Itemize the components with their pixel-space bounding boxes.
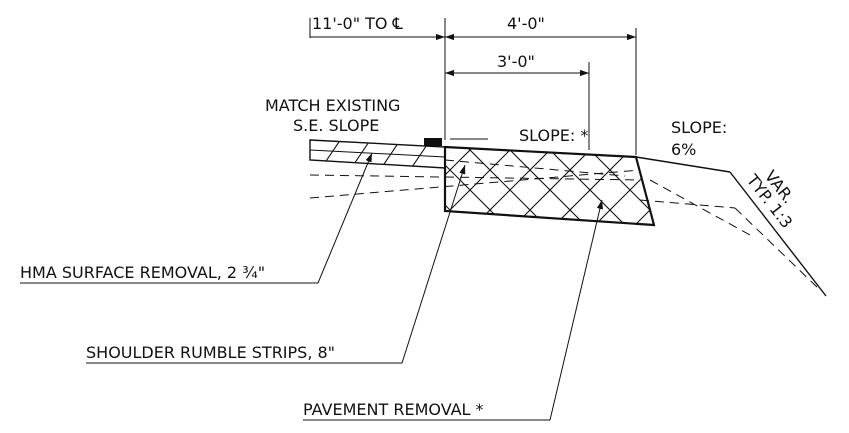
dim-label-3ft: 3'-0": [497, 52, 535, 71]
label-slope-percent: 6%: [671, 140, 696, 159]
foreslope-line: [729, 171, 827, 297]
leader-pavement: [303, 199, 603, 421]
surface-lines: [309, 138, 827, 297]
label-match-existing: MATCH EXISTING: [265, 96, 400, 115]
rumble-strip-block: [424, 138, 442, 146]
callout-pavement-removal: PAVEMENT REMOVAL *: [303, 400, 484, 419]
block-outline: [443, 145, 656, 227]
dash-slope-2: [639, 199, 736, 209]
label-slope-mid: SLOPE: *: [519, 126, 588, 145]
dash-subbase-1: [309, 174, 641, 181]
existing-pavement-strip: [309, 138, 446, 169]
label-slope-right: SLOPE:: [671, 118, 727, 137]
text-labels: 11'-0" TO ℄ 4'-0" 3'-0" MATCH EXISTING S…: [20, 14, 798, 419]
leader-hma: [20, 152, 373, 284]
callout-shoulder-rumble-strips: SHOULDER RUMBLE STRIPS, 8": [86, 343, 335, 362]
label-se-slope: S.E. SLOPE: [293, 116, 379, 135]
leader-rumble: [86, 164, 466, 364]
strip-mid-line: [309, 149, 446, 158]
dim-label-to-centerline: 11'-0" TO ℄: [312, 14, 404, 33]
dash-subbase-3: [444, 159, 626, 177]
callout-hma-surface-removal: HMA SURFACE REMOVAL, 2 ¾": [20, 263, 265, 282]
dim-label-4ft: 4'-0": [507, 14, 545, 33]
shoulder-slope-line: [635, 156, 731, 173]
dash-subbase-2: [309, 169, 641, 199]
dash-slope-3: [734, 207, 819, 289]
dash-slope-1: [649, 179, 751, 236]
dimension-lines: [309, 18, 637, 155]
callout-leaders: [20, 152, 603, 421]
